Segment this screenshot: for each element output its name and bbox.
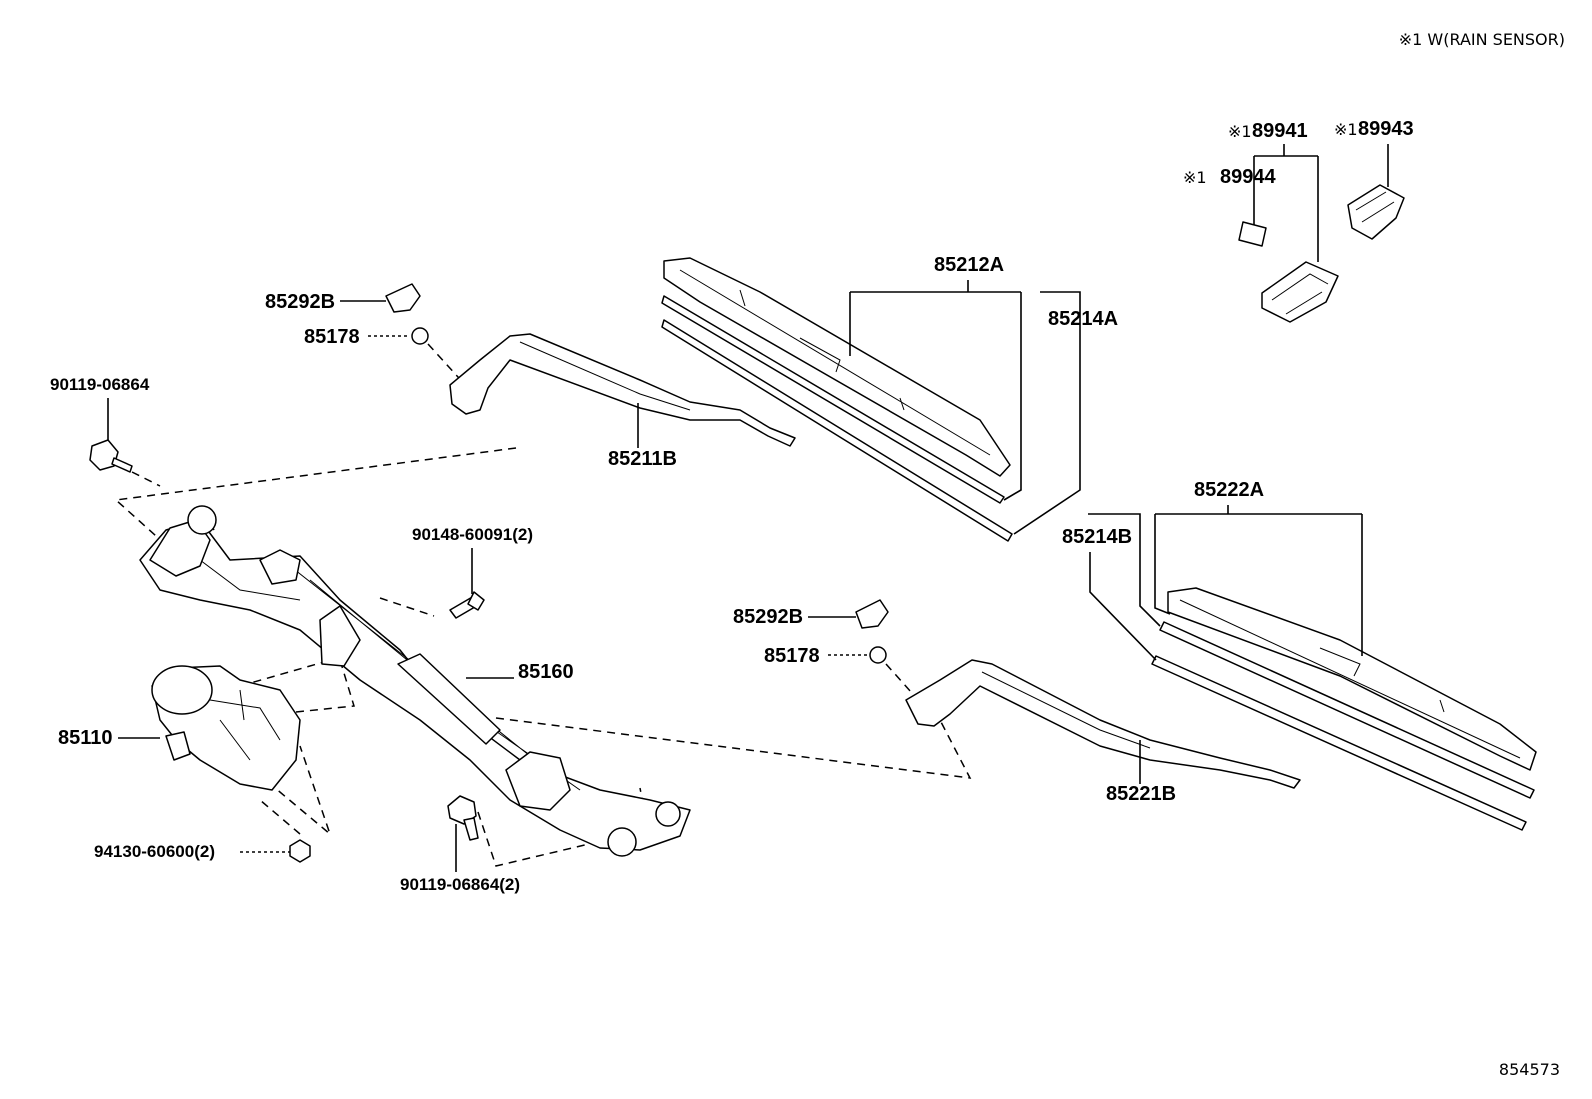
wiper-motor-group: 85110 bbox=[58, 665, 301, 791]
cap-85292B-right bbox=[855, 599, 889, 629]
mark-89943: ※1 bbox=[1334, 120, 1358, 139]
label-85178-right[interactable]: 85178 bbox=[764, 645, 820, 667]
page-number: 854573 bbox=[1499, 1060, 1560, 1079]
mark-89944: ※1 bbox=[1183, 168, 1207, 187]
label-85292B-left[interactable]: 85292B bbox=[265, 291, 335, 313]
sensor-cover-89943 bbox=[1347, 184, 1405, 240]
label-85214A[interactable]: 85214A bbox=[1048, 308, 1118, 330]
mark-89941: ※1 bbox=[1228, 122, 1252, 141]
label-94130[interactable]: 94130-60600(2) bbox=[94, 842, 215, 861]
bolt-90148-group: 90148-60091(2) bbox=[412, 525, 533, 619]
label-89943[interactable]: 89943 bbox=[1358, 118, 1414, 140]
label-85178-left[interactable]: 85178 bbox=[304, 326, 360, 348]
rain-sensor-note: ※1 W(RAIN SENSOR) bbox=[1399, 30, 1565, 49]
right-wiper-rubber-2 bbox=[1151, 655, 1527, 831]
bolt-90119-bottom-group: 90119-06864(2) bbox=[400, 795, 520, 894]
wiper-arm-85221B bbox=[905, 659, 1301, 789]
label-90119-top[interactable]: 90119-06864 bbox=[50, 375, 150, 394]
nut-94130 bbox=[289, 839, 311, 863]
wiper-linkage-group: 85160 bbox=[139, 505, 691, 857]
label-90119-bottom[interactable]: 90119-06864(2) bbox=[400, 875, 520, 894]
left-wiper-arm-group: 85292B 85178 85211B bbox=[265, 283, 796, 470]
label-89941[interactable]: 89941 bbox=[1252, 120, 1308, 142]
right-wiper-blade bbox=[1167, 587, 1537, 771]
nut-85178-right bbox=[869, 646, 887, 664]
bolt-90119-top-group: 90119-06864 bbox=[50, 375, 161, 487]
left-wiper-blade bbox=[663, 257, 1011, 477]
label-85214B[interactable]: 85214B bbox=[1062, 526, 1132, 548]
label-90148[interactable]: 90148-60091(2) bbox=[412, 525, 533, 544]
rain-sensor-group: ※1 89941 ※1 89943 ※1 89944 bbox=[1183, 118, 1414, 323]
linkage-pivot-right bbox=[505, 751, 571, 811]
linkage-tube bbox=[397, 653, 501, 745]
right-wiper-arm-group: 85292B 85178 85221B bbox=[733, 599, 1301, 805]
label-85212A[interactable]: 85212A bbox=[934, 254, 1004, 276]
left-wiper-rubber-2 bbox=[661, 319, 1013, 542]
linkage-rod bbox=[319, 605, 361, 667]
label-85110[interactable]: 85110 bbox=[58, 727, 113, 749]
label-85221B[interactable]: 85221B bbox=[1106, 783, 1176, 805]
nut-94130-group: 94130-60600(2) bbox=[94, 839, 311, 863]
cap-85292B-left bbox=[385, 283, 421, 313]
nut-85178-left bbox=[411, 327, 429, 345]
rain-sensor-89941 bbox=[1261, 261, 1339, 323]
right-wiper-blade-group: 85222A 85214B bbox=[1062, 479, 1537, 831]
bolt-90119-bottom bbox=[447, 795, 477, 825]
label-89944[interactable]: 89944 bbox=[1220, 166, 1276, 188]
sensor-pad-89944 bbox=[1238, 221, 1267, 247]
left-wiper-rubber-1 bbox=[661, 295, 1005, 504]
bolt-90119-top bbox=[89, 439, 119, 471]
label-85222A[interactable]: 85222A bbox=[1194, 479, 1264, 501]
label-85211B[interactable]: 85211B bbox=[608, 448, 677, 470]
wiper-arm-85211B bbox=[449, 333, 796, 447]
label-85160[interactable]: 85160 bbox=[518, 661, 574, 683]
left-wiper-blade-group: 85212A 85214A bbox=[661, 254, 1118, 542]
label-85292B-right[interactable]: 85292B bbox=[733, 606, 803, 628]
linkage-85160 bbox=[139, 519, 691, 851]
right-wiper-rubber-1 bbox=[1159, 621, 1535, 799]
linkage-pivot-left bbox=[149, 519, 211, 577]
